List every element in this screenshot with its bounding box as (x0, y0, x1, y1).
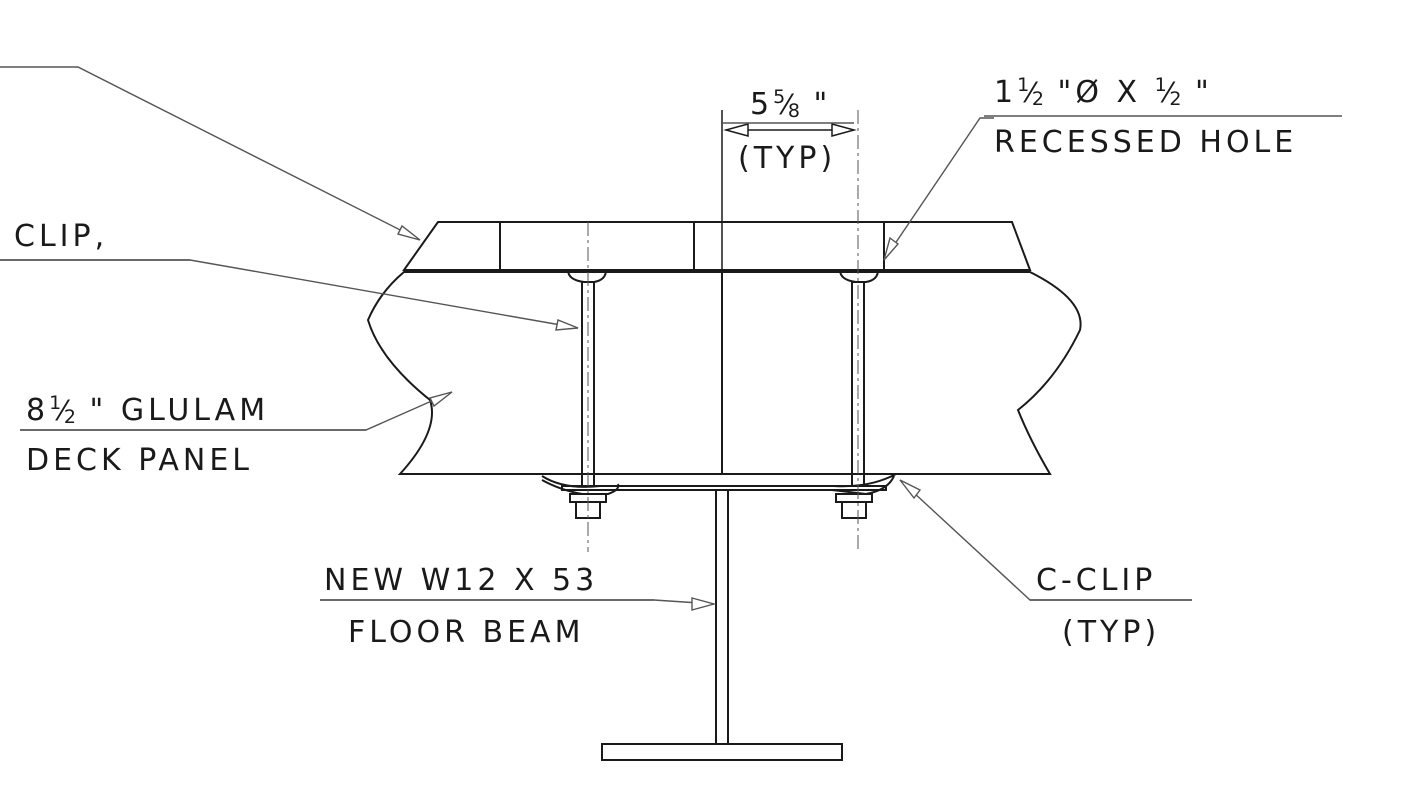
dimension-value: 55⁄8 " (750, 86, 832, 122)
deck-panel-label: 81⁄2 " GLULAM (26, 392, 270, 428)
clip-label: CLIP, (14, 219, 109, 254)
washer-right (835, 493, 873, 503)
c-clip-label: C-CLIP (1036, 563, 1157, 598)
dim-arrow-right (831, 123, 857, 137)
leader-overlay (0, 66, 421, 241)
beam-desc: FLOOR BEAM (348, 615, 585, 650)
beam-label: NEW W12 X 53 (324, 563, 599, 598)
deck-panel (366, 271, 1082, 475)
nut-right (841, 501, 867, 519)
wearing-surface (402, 221, 1032, 271)
dim-arrow-left (723, 123, 749, 137)
deck-panel-desc: DECK PANEL (26, 443, 254, 478)
leader-hole (883, 117, 994, 261)
hole-desc-label: RECESSED HOLE (994, 125, 1298, 160)
dimension-typ: (TYP) (738, 141, 837, 176)
hole-size-label: 11⁄2 "Ø X 1⁄2 " (994, 74, 1213, 110)
beam-bottom-flange (601, 743, 843, 761)
c-clip-typ: (TYP) (1062, 615, 1161, 650)
